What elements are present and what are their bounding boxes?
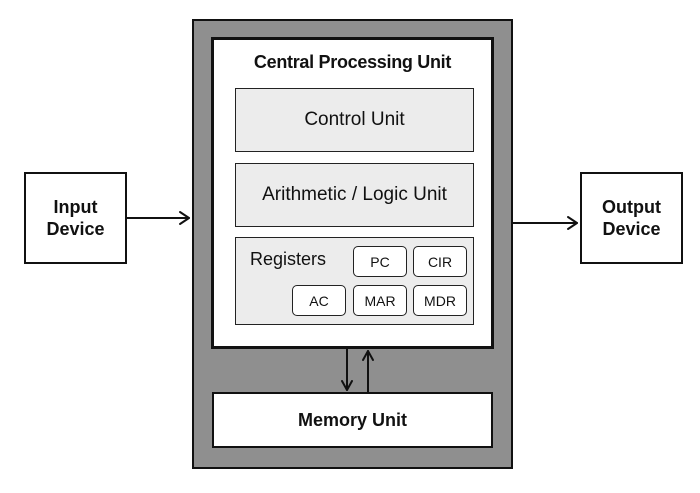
- register-mdr: MDR: [413, 285, 467, 316]
- input-device-label-line2: Device: [46, 219, 105, 239]
- control-unit-box: Control Unit: [235, 88, 474, 152]
- cpu-to-memory-arrow: [341, 348, 353, 391]
- alu-box: Arithmetic / Logic Unit: [235, 163, 474, 227]
- input-device-label-line1: Input: [53, 196, 98, 217]
- cpu-to-output-arrow: [512, 216, 578, 230]
- alu-label: Arithmetic / Logic Unit: [262, 184, 447, 205]
- memory-unit-label: Memory Unit: [297, 409, 407, 430]
- register-cir: CIR: [413, 246, 467, 277]
- output-device-label-line2: Device: [602, 219, 661, 239]
- memory-unit-box: Memory Unit: [212, 392, 493, 448]
- register-ac: AC: [292, 285, 346, 316]
- registers-label: Registers: [250, 249, 327, 269]
- register-pc: PC: [353, 246, 407, 277]
- output-device-label-line1: Output: [602, 196, 661, 217]
- input-device-box: Input Device: [24, 172, 127, 264]
- memory-to-cpu-arrow: [362, 350, 374, 393]
- input-to-cpu-arrow: [126, 211, 190, 225]
- register-mar: MAR: [353, 285, 407, 316]
- cpu-title: Central Processing Unit: [253, 52, 452, 72]
- output-device-box: Output Device: [580, 172, 683, 264]
- control-unit-label: Control Unit: [304, 109, 405, 130]
